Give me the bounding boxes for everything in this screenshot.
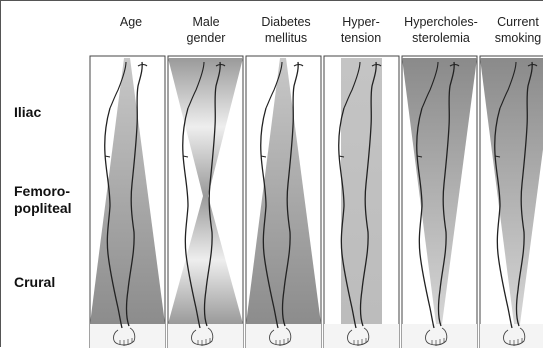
panel-diabetes — [246, 56, 321, 348]
panel-smoking — [480, 56, 543, 348]
panel-age — [90, 56, 165, 348]
panel-hypertension — [324, 56, 399, 348]
panel-hypercholesterolemia — [402, 56, 477, 348]
panel-male-gender — [168, 56, 243, 348]
